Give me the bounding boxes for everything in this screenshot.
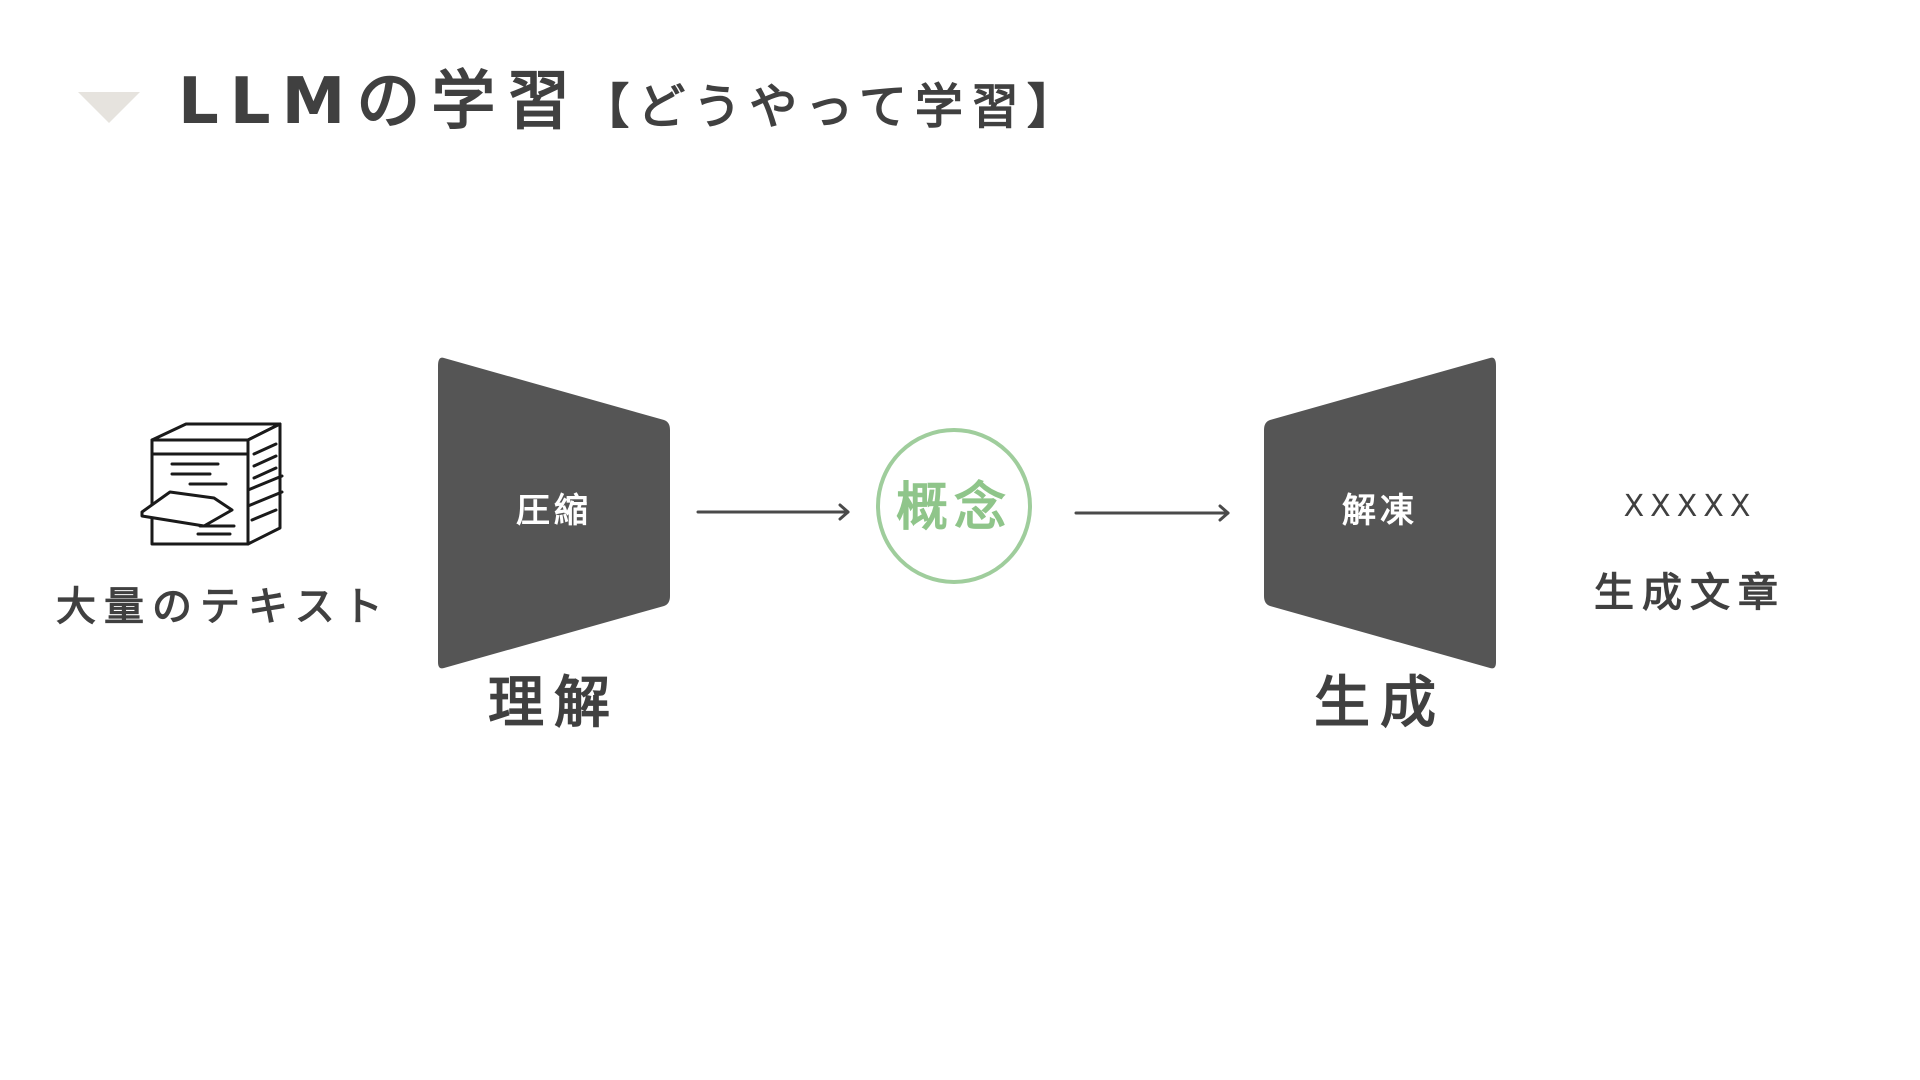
input-label: 大量のテキスト xyxy=(56,584,391,630)
page-title: LLMの学習【どうやって学習】 xyxy=(178,70,1083,134)
output-sample-text: XXXXX xyxy=(1623,489,1757,524)
encoder-trapezoid xyxy=(438,357,670,669)
output-label: 生成文章 xyxy=(1594,570,1786,616)
title-triangle-marker xyxy=(78,92,140,123)
page-title-main: LLMの学習 xyxy=(178,65,582,139)
concept-circle xyxy=(876,428,1032,584)
encoder-compress-label: 圧縮 xyxy=(516,491,592,531)
decoder-trapezoid xyxy=(1264,357,1496,669)
arrow-right-icon xyxy=(1074,504,1230,522)
decoder-stage-label: 生成 xyxy=(1314,671,1446,736)
concept-label: 概念 xyxy=(895,478,1012,538)
encoder-stage-label: 理解 xyxy=(488,671,620,736)
document-stack-icon xyxy=(140,422,284,546)
decoder-decompress-label: 解凍 xyxy=(1342,491,1418,531)
arrow-right-icon xyxy=(696,503,850,521)
page-title-sub: 【どうやって学習】 xyxy=(581,79,1083,135)
